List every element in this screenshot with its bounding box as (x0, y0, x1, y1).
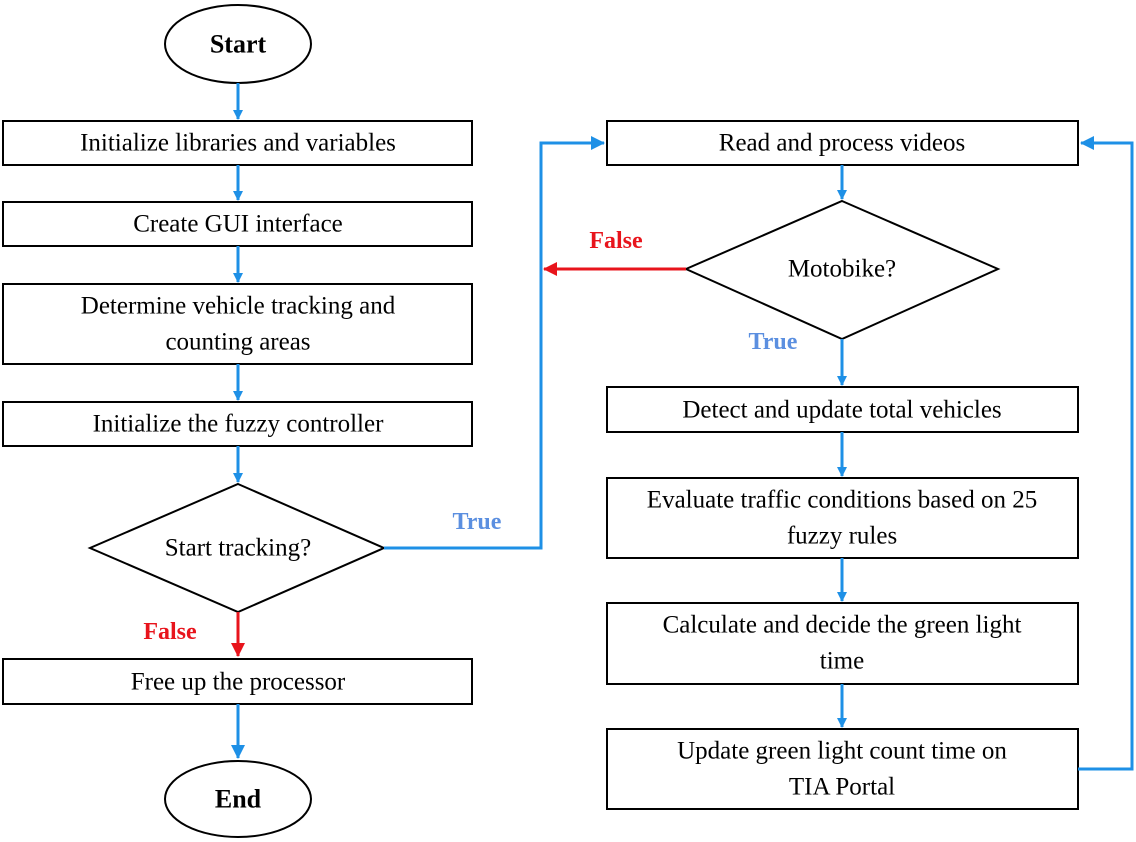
init-fuzzy-label: Initialize the fuzzy controller (93, 411, 385, 438)
detect-update-box: Detect and update total vehicles (606, 386, 1079, 433)
create-gui-label: Create GUI interface (133, 211, 343, 238)
arrow-loop-back (1078, 136, 1134, 771)
motobike-false-label: False (589, 228, 643, 254)
tracking-false-label: False (143, 619, 197, 645)
start-node: Start (164, 4, 312, 84)
determine-areas-label-line2: counting areas (165, 329, 310, 356)
evaluate-label-line2: fuzzy rules (787, 523, 897, 550)
calculate-box: Calculate and decide the green light tim… (606, 602, 1079, 685)
calculate-label-line1: Calculate and decide the green light (663, 612, 1022, 639)
arrow-tracking-true (384, 136, 605, 550)
read-videos-label: Read and process videos (719, 130, 965, 157)
determine-areas-box: Determine vehicle tracking and counting … (2, 283, 473, 365)
end-label: End (215, 785, 262, 814)
detect-update-label: Detect and update total vehicles (682, 397, 1001, 424)
init-libraries-box: Initialize libraries and variables (2, 120, 473, 166)
evaluate-label-line1: Evaluate traffic conditions based on 25 (647, 487, 1037, 514)
update-box: Update green light count time on TIA Por… (606, 728, 1079, 810)
tracking-true-label: True (453, 509, 502, 535)
free-processor-label: Free up the processor (131, 669, 346, 696)
determine-areas-label-line1: Determine vehicle tracking and (81, 293, 396, 320)
start-tracking-decision: Start tracking? (87, 482, 387, 614)
init-fuzzy-box: Initialize the fuzzy controller (2, 401, 473, 447)
read-videos-box: Read and process videos (606, 120, 1079, 166)
motobike-true-label: True (749, 329, 798, 355)
init-libraries-label: Initialize libraries and variables (80, 130, 396, 157)
free-processor-box: Free up the processor (2, 658, 473, 705)
start-tracking-label: Start tracking? (165, 535, 311, 562)
evaluate-box: Evaluate traffic conditions based on 25 … (606, 477, 1079, 559)
update-label-line1: Update green light count time on (677, 738, 1007, 765)
update-label-line2: TIA Portal (789, 774, 895, 801)
start-label: Start (210, 30, 267, 59)
motobike-decision: Motobike? (683, 199, 1001, 341)
end-node: End (164, 760, 312, 838)
create-gui-box: Create GUI interface (2, 201, 473, 247)
calculate-label-line2: time (820, 648, 864, 675)
motobike-label: Motobike? (788, 256, 896, 283)
